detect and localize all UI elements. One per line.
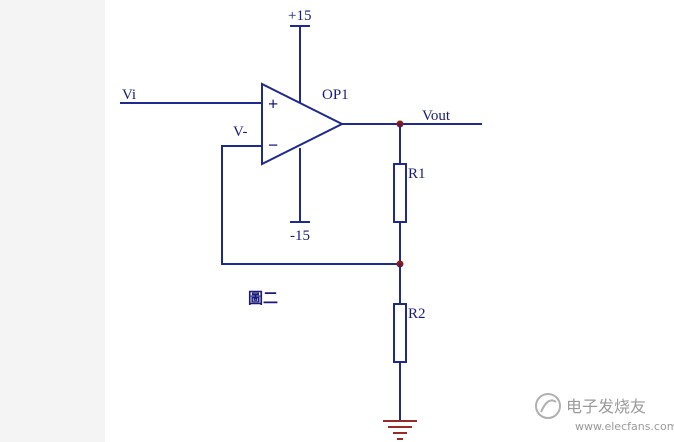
watermark-domain: www.elecfans.com	[575, 420, 674, 433]
ground-icon	[383, 420, 417, 440]
watermark-text: 电子发烧友	[566, 397, 646, 416]
opamp-triangle	[261, 82, 345, 166]
resistor-r2-label: R2	[408, 306, 426, 322]
negative-supply-rail	[290, 148, 310, 223]
input-label: Vi	[122, 87, 136, 103]
opamp-label: OP1	[322, 87, 349, 103]
feedback-wire	[221, 145, 400, 265]
canvas-edge	[0, 0, 105, 442]
resistor-r1	[393, 163, 407, 223]
inverting-input-label: V-	[233, 124, 247, 140]
noninverting-plus-sign: +	[268, 94, 278, 114]
inverting-minus-sign: −	[268, 135, 278, 155]
output-label: Vout	[422, 108, 451, 124]
resistor-r2	[393, 303, 407, 363]
supply-positive-label: +15	[288, 8, 311, 24]
watermark-logo: 电子发烧友 www.elecfans.com	[535, 393, 674, 433]
supply-negative-label: -15	[290, 228, 310, 244]
resistor-r1-label: R1	[408, 166, 426, 182]
positive-supply-rail	[290, 25, 310, 104]
canvas-area	[105, 0, 674, 442]
figure-caption: 圖二	[248, 289, 278, 307]
